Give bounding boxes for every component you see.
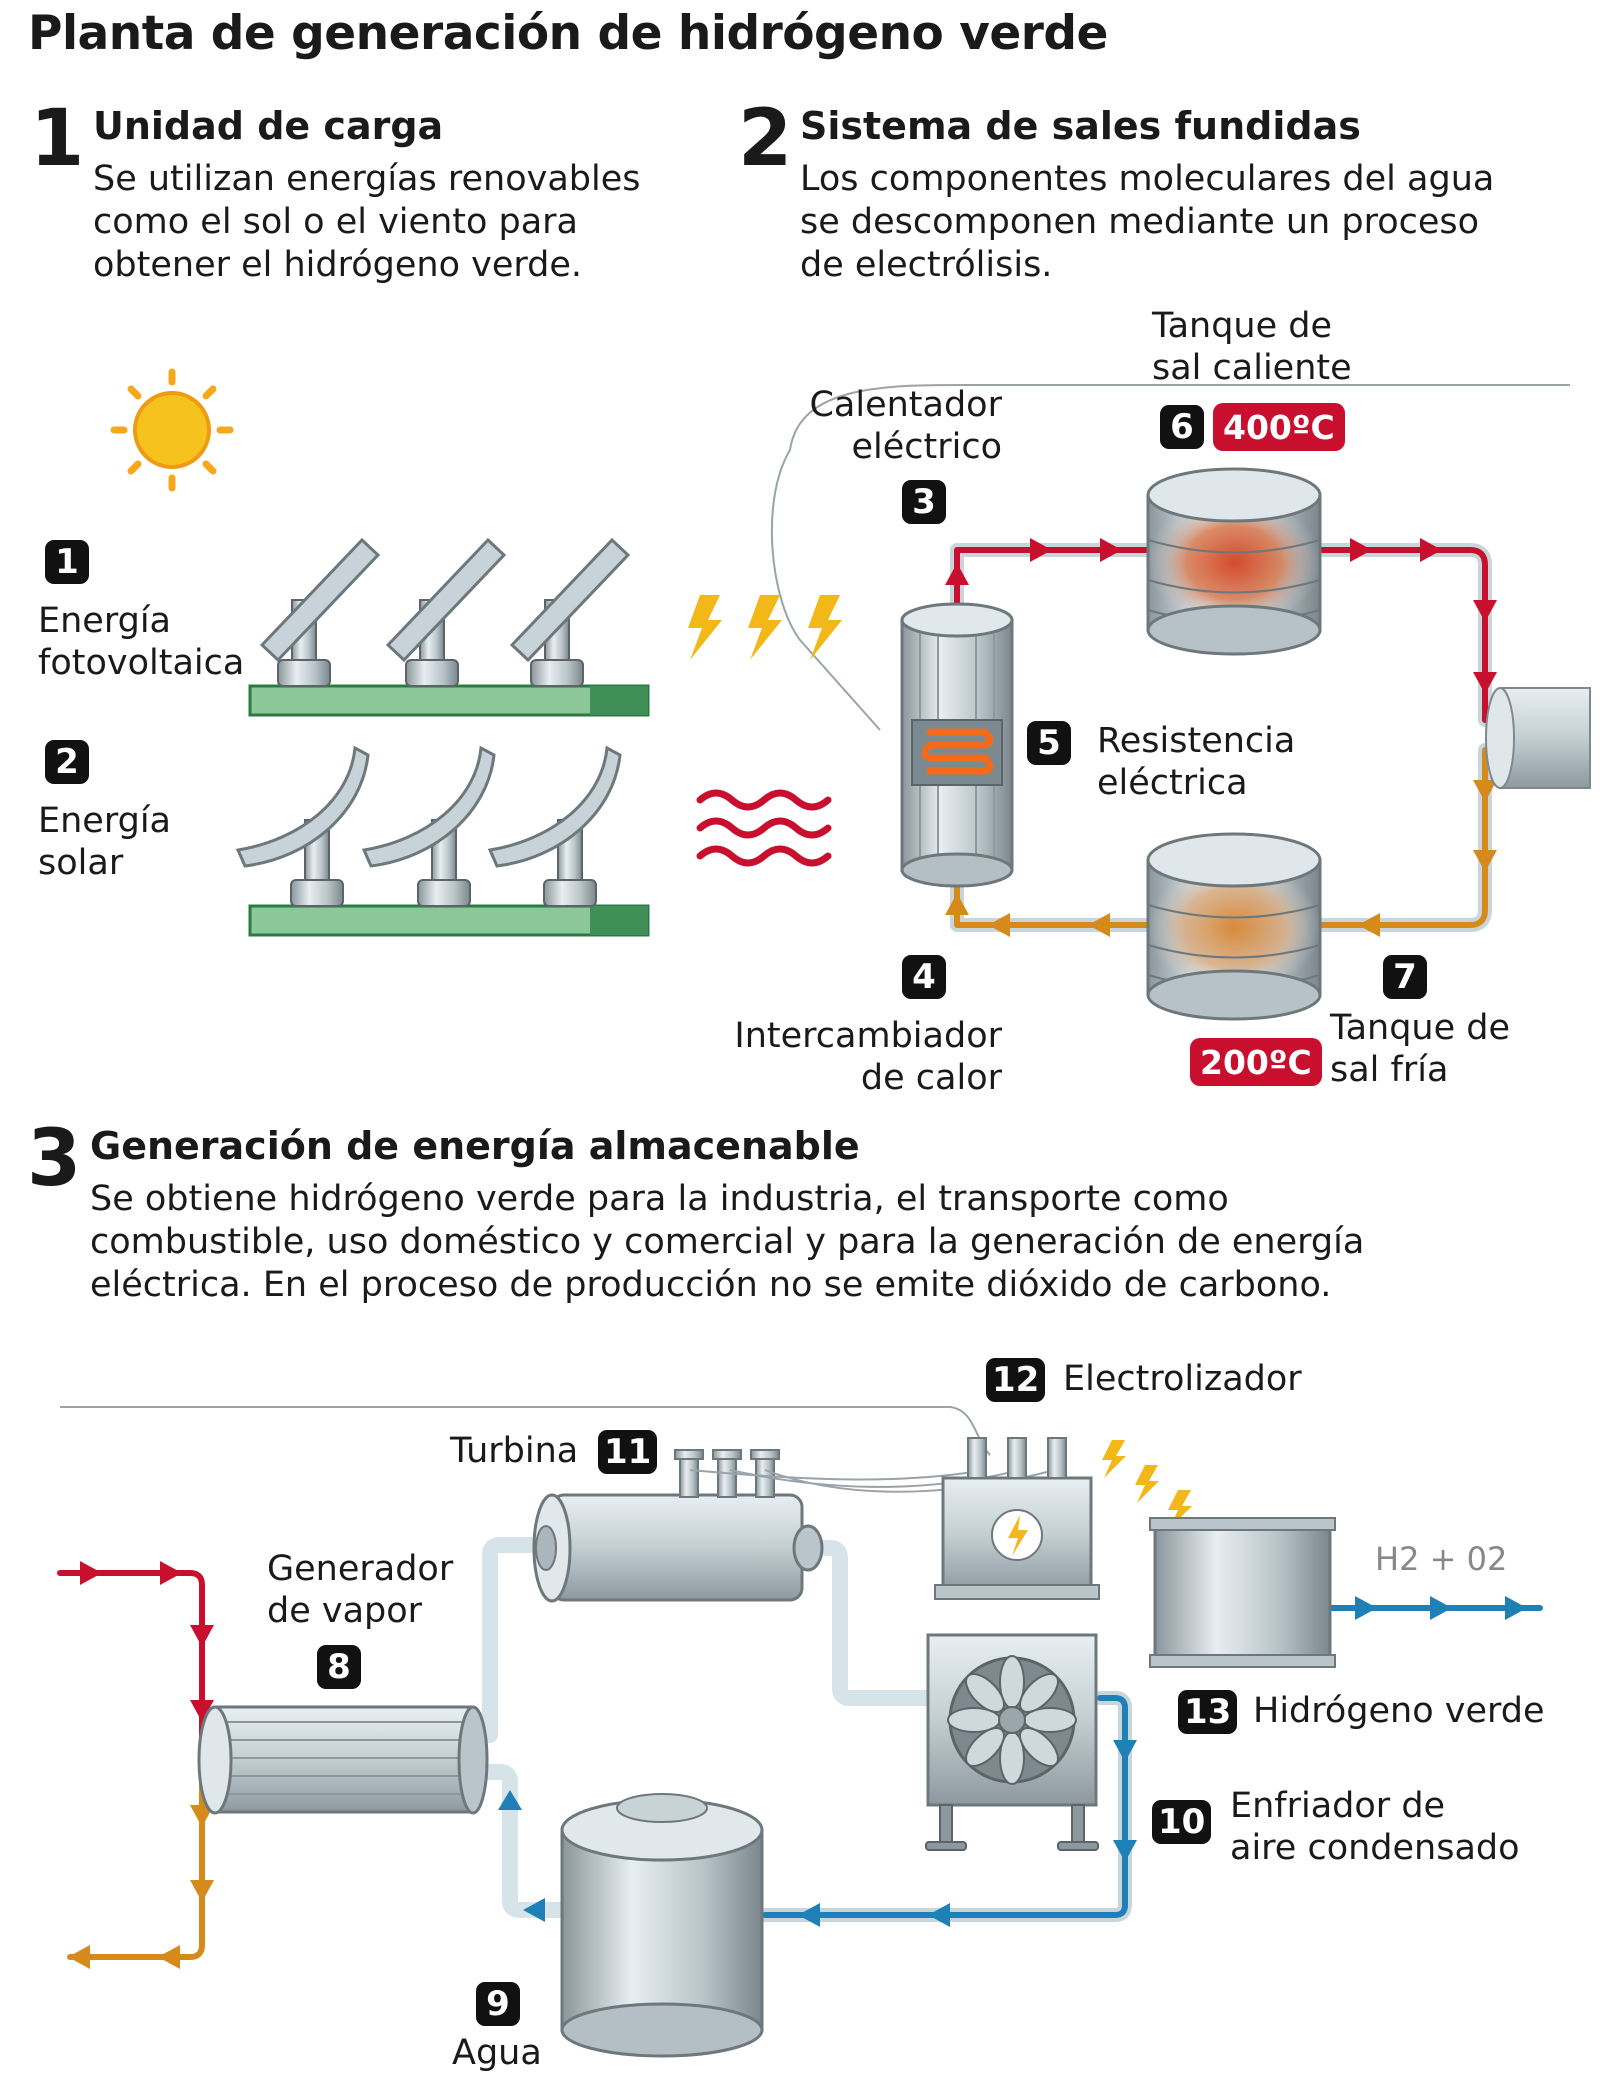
hydrogen-storage	[1149, 1517, 1336, 1668]
arrow-icon	[945, 538, 1497, 694]
water-tank	[560, 1793, 764, 2058]
section-number: 1	[30, 94, 85, 184]
lightning-bolt-icon	[688, 595, 842, 660]
component-badge: 3	[902, 480, 946, 524]
fan-icon	[947, 1655, 1077, 1785]
steam-pipe	[797, 1540, 938, 1706]
arrow-icon	[945, 780, 1497, 937]
steam-pipe	[462, 1537, 543, 1743]
cold-salt-tank	[1146, 832, 1322, 1021]
heat-wave-icon	[696, 789, 832, 867]
sun-icon	[110, 368, 234, 492]
section-description: Se obtiene hidrógeno verde para la indus…	[90, 1179, 1365, 1305]
arrow-icon	[498, 1596, 1527, 1927]
solar-concentrators	[235, 745, 650, 937]
component-badge: 2	[45, 740, 89, 784]
section-number: 2	[738, 94, 793, 184]
component-badge: 13	[1178, 1690, 1238, 1734]
component-badge: 8	[317, 1645, 361, 1689]
cold-salt-outlet	[67, 1772, 205, 1960]
section-title: Generación de energía almacenable	[90, 1124, 860, 1168]
component-badge: 1	[45, 540, 89, 584]
component-badge: 6	[1160, 405, 1204, 449]
section-number: 3	[27, 1114, 82, 1204]
hot-salt-pipe	[954, 547, 1488, 723]
section-title: Unidad de carga	[93, 104, 444, 148]
page-title: Planta de generación de hidrógeno verde	[28, 6, 1108, 61]
water-return-pipe	[462, 1764, 568, 1918]
temperature-badge: 400ºC	[1213, 403, 1345, 451]
hot-salt-inlet	[57, 1570, 205, 1748]
component-badge: 10	[1152, 1800, 1212, 1844]
turbine	[532, 1449, 824, 1603]
component-badge: 4	[902, 955, 946, 999]
component-badge: 11	[598, 1430, 658, 1474]
component-label: Turbina	[450, 1431, 579, 1471]
component-label: Hidrógeno verde	[1253, 1691, 1545, 1731]
component-badge: 9	[476, 1982, 520, 2026]
cooling-water-pipe	[762, 1695, 1128, 1918]
electric-heater	[900, 602, 1014, 888]
component-label: Electrolizador	[1063, 1359, 1302, 1399]
arrow-icon	[68, 1805, 214, 1969]
temperature-badge: 200ºC	[1190, 1038, 1322, 1086]
steam-generator	[197, 1705, 489, 1815]
section-title: Sistema de sales fundidas	[800, 104, 1361, 148]
hot-salt-tank	[1146, 467, 1322, 656]
component-label: Agua	[452, 2033, 542, 2073]
heat-exchanger-stub	[1485, 687, 1591, 789]
component-badge: 5	[1027, 721, 1071, 765]
component-badge: 7	[1383, 955, 1427, 999]
guide-line	[770, 383, 1570, 731]
air-cooler	[925, 1633, 1099, 1851]
lightning-bolt-icon	[1008, 1515, 1028, 1556]
electrolyzer	[934, 1437, 1100, 1600]
resistance-coil-icon	[911, 719, 1003, 786]
output-label: H2 + 02	[1375, 1540, 1508, 1578]
photovoltaic-panels	[248, 537, 650, 717]
arrow-icon	[80, 1561, 214, 1722]
component-badge: 12	[986, 1358, 1046, 1402]
lightning-bolt-icon	[1102, 1440, 1192, 1528]
